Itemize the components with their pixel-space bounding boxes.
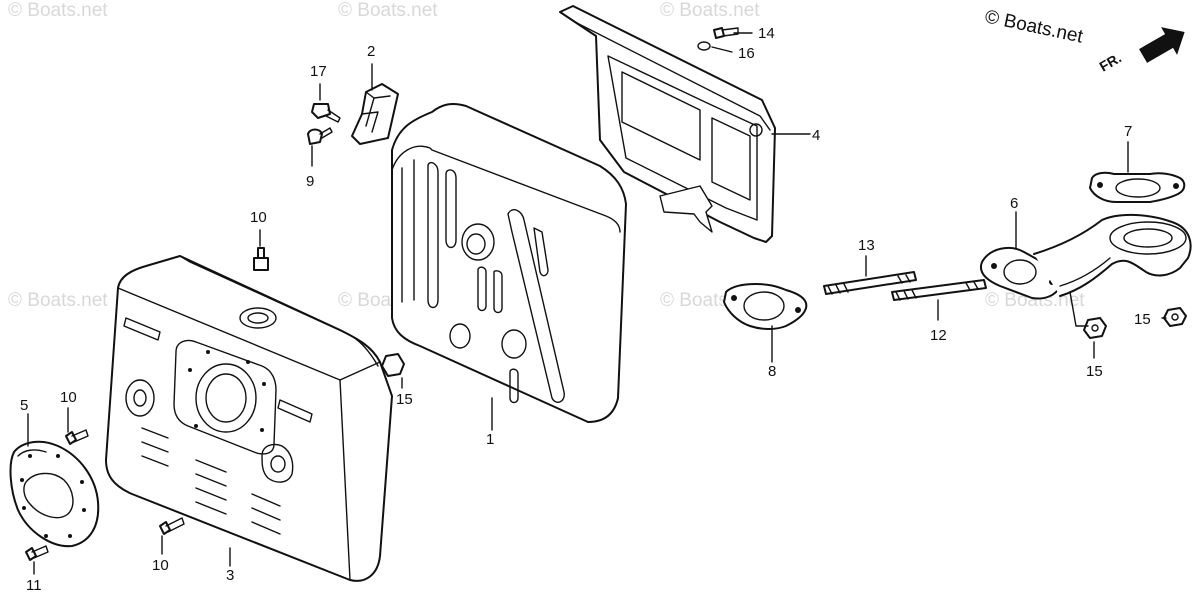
leader-lines (27, 32, 1167, 575)
callout-9: 9 (306, 173, 314, 190)
front-label: FR. (1097, 49, 1125, 74)
callout-4: 4 (812, 127, 820, 144)
part-16-washer (697, 41, 711, 51)
watermark: © Boats.net (660, 0, 760, 21)
callout-14: 14 (758, 25, 775, 42)
part-2-bracket (351, 83, 399, 145)
part-6-exhaust-pipe (980, 213, 1192, 300)
callout-5: 5 (20, 397, 28, 414)
callout-12: 12 (930, 327, 947, 344)
part-14-bolt (713, 27, 739, 39)
part-7-gasket (1089, 171, 1186, 203)
part-11-bolt (25, 545, 49, 561)
part-15-nut (381, 353, 405, 377)
callout-15: 15 (396, 391, 413, 408)
callout-6: 6 (1010, 195, 1018, 212)
part-9-bolt (307, 127, 333, 145)
front-arrow-icon (1139, 27, 1185, 63)
callout-10: 10 (250, 209, 267, 226)
callout-11: 11 (26, 577, 42, 594)
part-13-stud (823, 271, 917, 295)
callout-13: 13 (858, 237, 875, 254)
part-1-muffler (391, 103, 627, 423)
part-15-nut (1083, 317, 1107, 339)
part-15-nut (1163, 307, 1187, 327)
watermark: © Boats.net (338, 0, 438, 21)
callout-17: 17 (310, 63, 327, 80)
part-10-bolt (253, 247, 269, 271)
callout-15: 15 (1134, 311, 1151, 328)
callout-16: 16 (738, 45, 755, 62)
part-4-protector (559, 5, 776, 243)
part-10-bolt (65, 429, 89, 445)
callout-7: 7 (1124, 123, 1132, 140)
callout-10: 10 (152, 557, 169, 574)
part-17-bolt (311, 103, 341, 123)
callout-10: 10 (60, 389, 77, 406)
part-10-bolt (159, 517, 185, 535)
watermark: © Boats.net (8, 0, 108, 21)
callout-3: 3 (226, 567, 234, 584)
part-8-gasket (723, 283, 808, 330)
part-5-arrester (9, 440, 100, 548)
copyright-text: © Boats.net (983, 6, 1085, 47)
callouts: 1 2 3 4 5 6 7 8 9 10 10 10 11 12 13 14 1… (20, 25, 1151, 594)
callout-8: 8 (768, 363, 776, 380)
callout-15: 15 (1086, 363, 1103, 380)
watermark: © Boats.net (8, 290, 108, 311)
callout-1: 1 (486, 431, 494, 448)
part-3-cover (105, 255, 393, 582)
part-12-stud (891, 279, 987, 301)
callout-2: 2 (367, 43, 375, 60)
